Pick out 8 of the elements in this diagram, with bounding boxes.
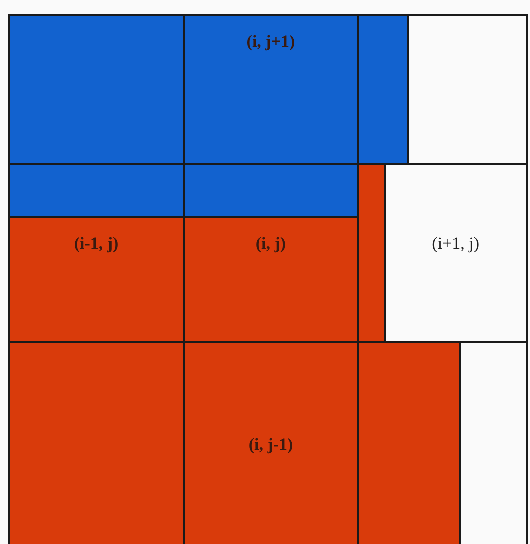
cell-label: (i, j-1): [248, 434, 294, 454]
grid-cell: [357, 163, 528, 343]
grid-cell: [357, 14, 528, 165]
cell-label: (i, j+1): [246, 32, 296, 52]
cell-label: (i+1, j): [432, 234, 480, 254]
cell-label: (i-1, j): [74, 234, 119, 254]
grid-cell: [357, 341, 528, 544]
cell-label: (i, j): [256, 234, 286, 254]
